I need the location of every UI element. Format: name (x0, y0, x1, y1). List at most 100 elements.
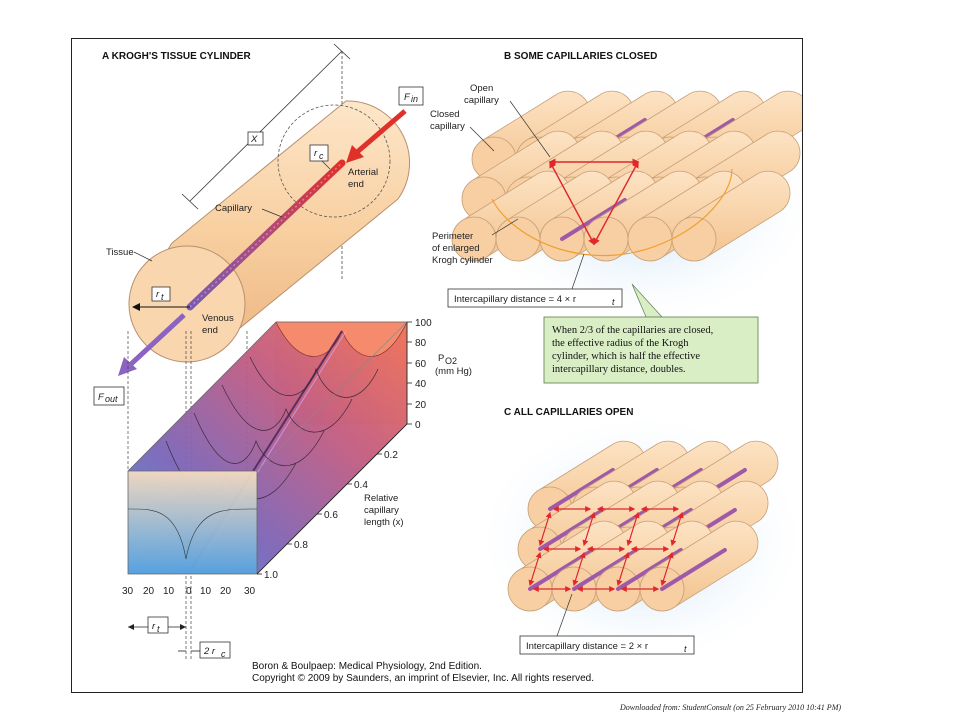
panel-b: B SOME CAPILLARIES CLOSED Open capillary… (430, 51, 802, 384)
po2-tick: 20 (415, 400, 427, 411)
length-x-label: X (250, 134, 258, 145)
venous-end-label-2: end (202, 325, 218, 336)
venous-end-label-1: Venous (202, 313, 234, 324)
po2-tick: 100 (415, 318, 432, 329)
distance-arrow (670, 511, 684, 547)
copyright-credit: Boron & Boulpaep: Medical Physiology, 2n… (252, 661, 594, 684)
capillary-label: Capillary (215, 203, 252, 214)
arterial-end-label-2: end (348, 179, 364, 190)
rt-dimension: r t (128, 616, 186, 634)
download-note: Downloaded from: StudentConsult (on 25 F… (620, 703, 842, 712)
radial-tick: 30 (122, 586, 134, 597)
flow-out-arrow: F out (93, 313, 186, 406)
po2-tick: 0 (415, 420, 421, 431)
rc2-sub: c (221, 649, 226, 659)
panel-a-title: A KROGH'S TISSUE CYLINDER (102, 51, 251, 62)
tissue-cylinder (671, 170, 791, 262)
po2-surface-plot: 100 80 60 40 20 0 P O2 (mm Hg) 0.2 0.4 (122, 318, 472, 659)
radial-tick: 20 (220, 586, 232, 597)
flow-out-sub: out (105, 394, 118, 404)
distance-arrow (528, 551, 542, 587)
flow-in-sub: in (411, 94, 418, 104)
enlarged-perimeter (491, 168, 733, 257)
po2-axis-sub: O2 (445, 356, 457, 366)
distance-arrow (582, 511, 596, 547)
radial-tick: 10 (163, 586, 175, 597)
distance-arrow (549, 160, 595, 246)
distance-label-b: Intercapillary distance = 4 × r (454, 294, 576, 305)
length-tick: 0.2 (384, 450, 398, 461)
note-line-2: the effective radius of the Krogh (552, 338, 689, 349)
figure-canvas: A KROGH'S TISSUE CYLINDER X F in (93, 43, 802, 684)
closed-capillary-label-2: capillary (430, 121, 465, 132)
perimeter-label-1: Perimeter (432, 231, 473, 242)
rt-bottom-label: r (152, 621, 156, 632)
distance-label-c: Intercapillary distance = 2 × r (526, 641, 648, 652)
capillary-radius-label: r c (309, 144, 331, 170)
credit-line-1: Boron & Boulpaep: Medical Physiology, 2n… (252, 661, 482, 672)
flow-in-arrow: F in (346, 86, 424, 163)
rc-label: r (314, 148, 318, 159)
note-line-3: cylinder, which is half the effective (552, 351, 700, 362)
radial-tick: 20 (143, 586, 155, 597)
note-line-4: intercapillary distance, doubles. (552, 364, 686, 375)
po2-axis: 100 80 60 40 20 0 P O2 (mm Hg) (406, 318, 472, 431)
distance-box-b (447, 288, 623, 308)
distance-sub-b: t (612, 297, 615, 307)
panel-b-title: B SOME CAPILLARIES CLOSED (504, 51, 657, 62)
distance-arrow (616, 551, 630, 587)
arterial-end-label-1: Arterial (348, 167, 378, 178)
length-axis-label-1: Relative (364, 493, 398, 504)
open-capillary-label-2: capillary (464, 95, 499, 106)
capillary-bundle-b (451, 90, 802, 262)
rt-label: r (156, 289, 160, 300)
length-tick: 1.0 (264, 570, 278, 581)
rc-dimension: 2 r c (178, 641, 231, 659)
length-axis-label-2: capillary (364, 505, 399, 516)
tissue-label: Tissue (106, 247, 134, 258)
length-axis-label-3: length (x) (364, 517, 404, 528)
length-tick: 0.4 (354, 480, 368, 491)
distance-arrow (538, 511, 552, 547)
po2-tick: 40 (415, 379, 427, 390)
rt-bottom-sub: t (157, 624, 160, 634)
radial-tick: 30 (244, 586, 256, 597)
perimeter-label-3: Krogh cylinder (432, 255, 493, 266)
po2-axis-unit: (mm Hg) (435, 366, 472, 377)
length-axis: 0.2 0.4 0.6 0.8 1.0 Relative capillary l… (256, 423, 408, 581)
length-tick: 0.8 (294, 540, 308, 551)
rc2-label: 2 r (203, 646, 216, 657)
open-capillary-label-1: Open (470, 83, 493, 94)
panel-c-title: C ALL CAPILLARIES OPEN (504, 407, 633, 418)
credit-line-2: Copyright © 2009 by Saunders, an imprint… (252, 673, 594, 684)
capillary-bundle-c (507, 440, 779, 612)
closed-capillary-label-1: Closed (430, 109, 460, 120)
distance-arrow (626, 511, 640, 547)
rt-sub: t (161, 292, 164, 302)
note-line-1: When 2/3 of the capillaries are closed, (552, 325, 713, 336)
po2-tick: 80 (415, 338, 427, 349)
distance-arrow (593, 160, 639, 246)
radial-tick: 10 (200, 586, 212, 597)
perimeter-label-2: of enlarged (432, 243, 480, 254)
distance-sub-c: t (684, 644, 687, 654)
distance-arrow (660, 551, 674, 587)
length-dimension: X (181, 43, 351, 279)
radial-tick: 0 (186, 586, 192, 597)
flow-out-label: F (98, 392, 105, 403)
flow-in-label: F (404, 92, 411, 103)
tissue-radius-arrow: r t (132, 286, 190, 311)
radial-axis: 30 20 10 0 10 20 30 (122, 586, 256, 597)
rc-sub: c (319, 151, 324, 161)
open-capillary (548, 468, 615, 511)
po2-tick: 60 (415, 359, 427, 370)
explanation-note (543, 316, 759, 384)
distance-box-c (519, 635, 695, 655)
distance-arrow (572, 551, 586, 587)
panel-c: C ALL CAPILLARIES OPEN Intercapillary di… (472, 407, 802, 669)
panel-a: A KROGH'S TISSUE CYLINDER X F in (93, 43, 472, 659)
figure-frame: A KROGH'S TISSUE CYLINDER X F in (71, 38, 803, 693)
length-tick: 0.6 (324, 510, 338, 521)
tissue-cylinder (451, 170, 571, 262)
po2-axis-label: P (438, 353, 444, 364)
